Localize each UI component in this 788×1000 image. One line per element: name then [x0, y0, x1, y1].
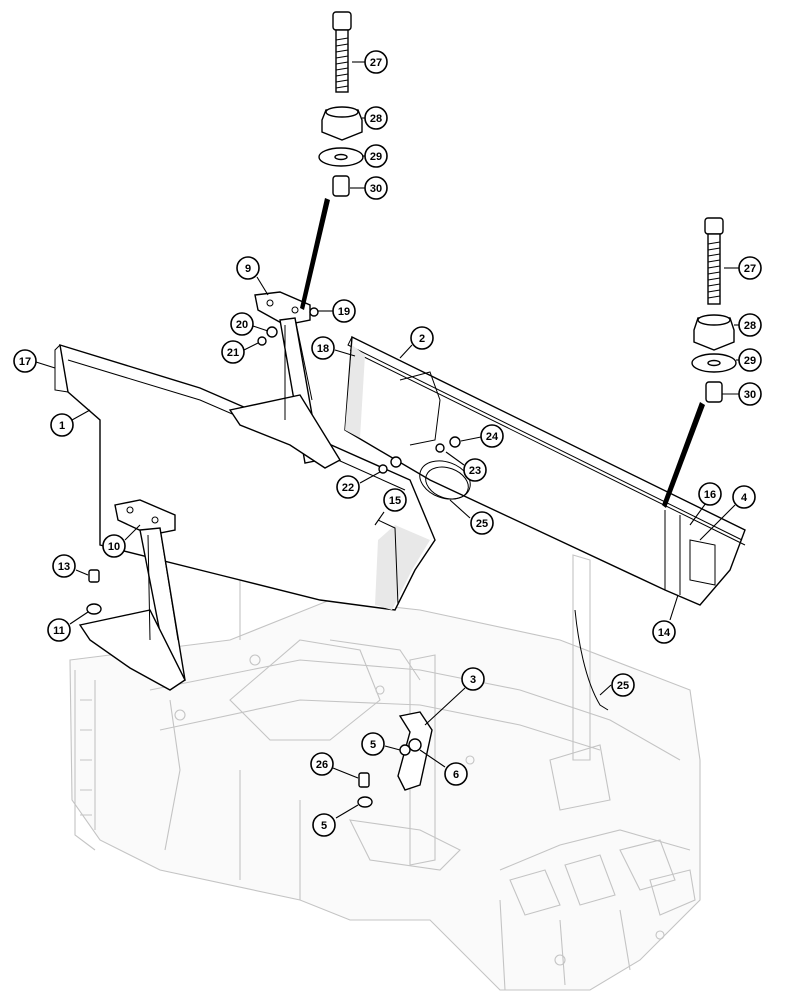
callout-24: 24 — [480, 424, 504, 448]
callout-5-lower: 5 — [312, 813, 336, 837]
cable — [419, 460, 609, 711]
svg-text:15: 15 — [389, 495, 401, 507]
callout-30-right: 30 — [738, 382, 762, 406]
bracket-upper — [228, 291, 341, 469]
callout-14: 14 — [652, 620, 676, 644]
callout-9: 9 — [236, 256, 260, 280]
fastener-stack-right — [662, 217, 737, 508]
callout-15: 15 — [383, 488, 407, 512]
callout-16: 16 — [698, 482, 722, 506]
svg-text:30: 30 — [370, 183, 382, 195]
callout-5-upper: 5 — [361, 732, 385, 756]
callout-2: 2 — [410, 326, 434, 350]
callout-25-lead: 25 — [611, 673, 635, 697]
svg-text:4: 4 — [741, 492, 748, 504]
callout-10: 10 — [102, 534, 126, 558]
callout-29-right: 29 — [738, 348, 762, 372]
callout-18: 18 — [311, 336, 335, 360]
svg-text:30: 30 — [744, 389, 756, 401]
callout-21: 21 — [221, 340, 245, 364]
callout-4: 4 — [732, 485, 756, 509]
svg-text:18: 18 — [317, 343, 329, 355]
callout-6: 6 — [444, 762, 468, 786]
callout-23: 23 — [463, 458, 487, 482]
svg-text:14: 14 — [658, 627, 671, 639]
callout-11: 11 — [47, 618, 71, 642]
svg-text:5: 5 — [321, 820, 327, 832]
svg-text:29: 29 — [370, 151, 382, 163]
svg-text:10: 10 — [108, 541, 120, 553]
svg-text:9: 9 — [245, 263, 251, 275]
svg-text:27: 27 — [370, 57, 382, 69]
svg-text:6: 6 — [453, 769, 459, 781]
svg-text:13: 13 — [58, 561, 70, 573]
svg-text:1: 1 — [59, 420, 65, 432]
callout-3: 3 — [461, 667, 485, 691]
svg-text:26: 26 — [316, 759, 328, 771]
callout-28-right: 28 — [738, 313, 762, 337]
svg-text:25: 25 — [476, 518, 488, 530]
svg-text:3: 3 — [470, 674, 476, 686]
fastener-stack-upper — [300, 11, 364, 310]
svg-text:16: 16 — [704, 489, 716, 501]
svg-text:5: 5 — [370, 739, 376, 751]
callout-22: 22 — [336, 475, 360, 499]
bracket-lower — [78, 499, 186, 691]
right-side-panel — [344, 335, 746, 606]
callout-30-upper: 30 — [364, 176, 388, 200]
chassis-frame-ghost — [69, 554, 701, 991]
svg-text:17: 17 — [19, 356, 31, 368]
svg-text:19: 19 — [338, 306, 350, 318]
callout-1: 1 — [50, 413, 74, 437]
callout-26: 26 — [310, 752, 334, 776]
callout-17: 17 — [13, 349, 37, 373]
small-hardware — [86, 307, 461, 808]
svg-text:22: 22 — [342, 482, 354, 494]
svg-text:20: 20 — [236, 319, 248, 331]
svg-text:24: 24 — [486, 431, 499, 443]
svg-text:21: 21 — [227, 347, 239, 359]
callout-25-loop: 25 — [470, 511, 494, 535]
callout-28-upper: 28 — [364, 106, 388, 130]
callout-20: 20 — [230, 312, 254, 336]
callout-27-upper: 27 — [364, 50, 388, 74]
svg-text:2: 2 — [419, 333, 425, 345]
svg-text:29: 29 — [744, 355, 756, 367]
callout-29-upper: 29 — [364, 144, 388, 168]
callout-19: 19 — [332, 299, 356, 323]
callout-13: 13 — [52, 554, 76, 578]
callout-27-right: 27 — [738, 256, 762, 280]
leader-lines — [35, 61, 740, 819]
svg-text:11: 11 — [53, 625, 65, 637]
svg-text:28: 28 — [370, 113, 382, 125]
svg-text:28: 28 — [744, 320, 756, 332]
svg-text:27: 27 — [744, 263, 756, 275]
svg-text:23: 23 — [469, 465, 481, 477]
svg-text:25: 25 — [617, 680, 629, 692]
